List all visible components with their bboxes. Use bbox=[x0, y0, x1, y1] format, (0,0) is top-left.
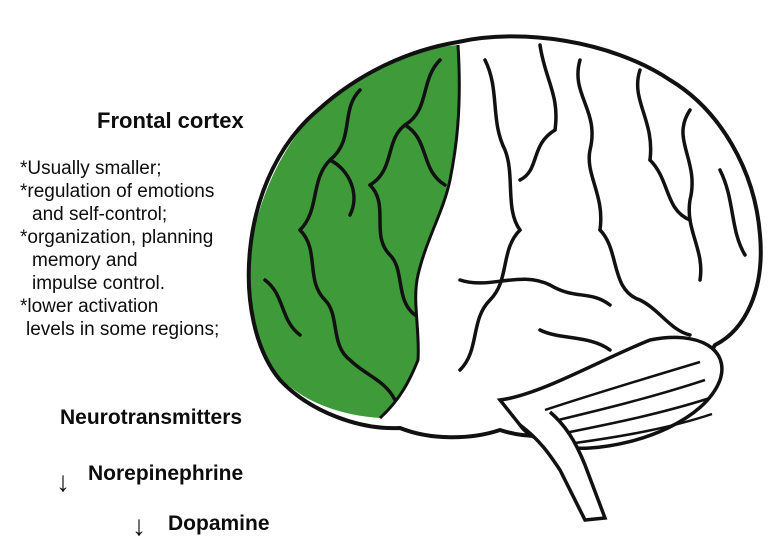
frontal-cortex-title: Frontal cortex bbox=[97, 108, 244, 134]
dopamine-label: Dopamine bbox=[168, 512, 270, 536]
note-line: *lower activation bbox=[20, 295, 158, 318]
frontal-lobe-highlight bbox=[249, 45, 460, 418]
note-line: *Usually smaller; bbox=[20, 157, 161, 180]
note-line: impulse control. bbox=[32, 272, 165, 295]
down-arrow-icon: ↓ bbox=[132, 512, 146, 540]
down-arrow-icon: ↓ bbox=[56, 468, 70, 496]
neurotransmitters-heading: Neurotransmitters bbox=[60, 406, 242, 430]
note-line: and self-control; bbox=[32, 203, 167, 226]
note-line: levels in some regions; bbox=[26, 318, 219, 341]
norepinephrine-label: Norepinephrine bbox=[88, 462, 243, 486]
note-line: memory and bbox=[32, 249, 138, 272]
note-line: *regulation of emotions bbox=[20, 180, 214, 203]
note-line: *organization, planning bbox=[20, 226, 213, 249]
